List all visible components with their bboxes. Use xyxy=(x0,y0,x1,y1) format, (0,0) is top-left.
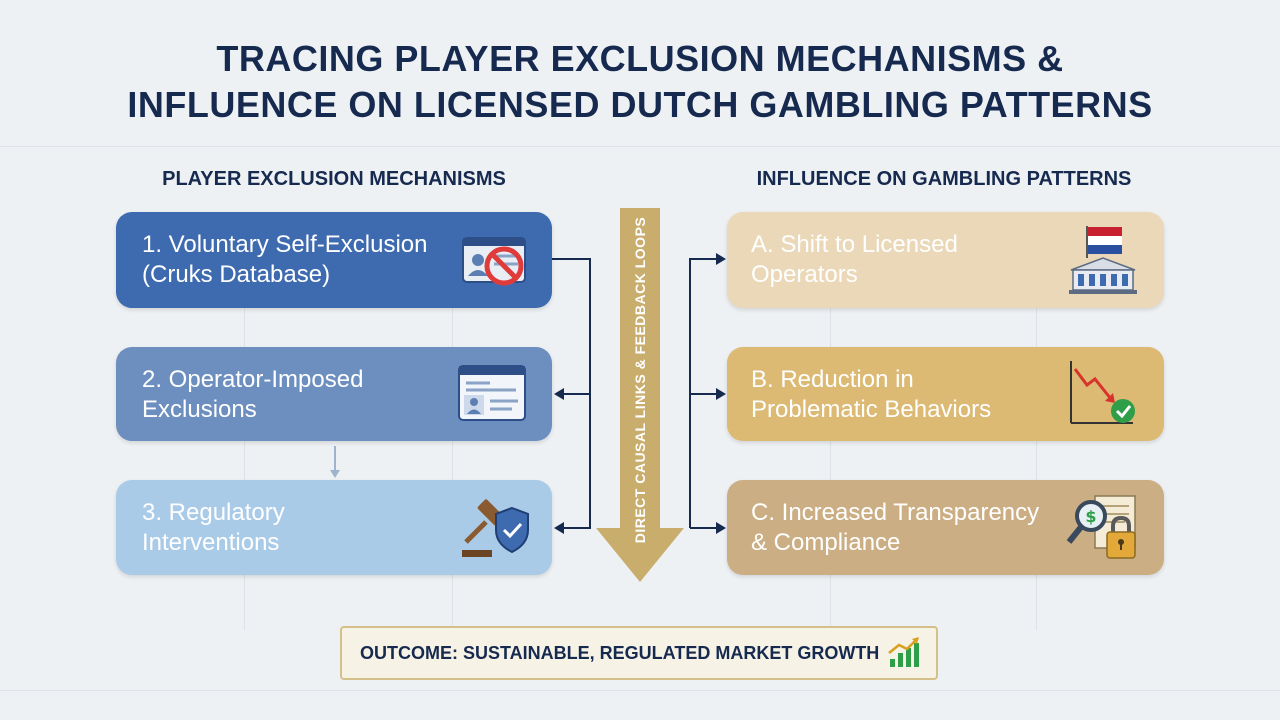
outcome-text: OUTCOME: SUSTAINABLE, REGULATED MARKET G… xyxy=(360,643,880,663)
svg-text:$: $ xyxy=(1085,507,1096,526)
connector-arrowhead xyxy=(716,253,726,265)
title-line-2: INFLUENCE ON LICENSED DUTCH GAMBLING PAT… xyxy=(127,84,1153,125)
arrow-label: DIRECT CAUSAL LINKS & FEEDBACK LOOPS xyxy=(632,216,648,544)
gavel-shield-icon xyxy=(462,499,529,557)
magnifier-lock-document-icon: $ xyxy=(1066,495,1136,559)
mechanism-box-1: 1. Voluntary Self-Exclusion(Cruks Databa… xyxy=(116,212,552,308)
title-line-1: TRACING PLAYER EXCLUSION MECHANISMS & xyxy=(216,38,1064,79)
left-connectors xyxy=(552,258,591,529)
grid-line xyxy=(452,300,453,630)
browser-profile-icon xyxy=(458,365,526,421)
grid-line xyxy=(0,690,1280,691)
page-title: TRACING PLAYER EXCLUSION MECHANISMS & IN… xyxy=(0,36,1280,128)
grid-line xyxy=(244,300,245,630)
connector-arrowhead xyxy=(554,522,564,534)
left-column-header: PLAYER EXCLUSION MECHANISMS xyxy=(162,168,506,190)
id-card-prohibited-icon xyxy=(462,237,526,286)
declining-chart-check-icon xyxy=(1070,361,1135,424)
pattern-label: C. Increased Transparency& Compliance xyxy=(751,499,1040,556)
right-column-header: INFLUENCE ON GAMBLING PATTERNS xyxy=(756,168,1132,190)
connector-arrowhead xyxy=(716,522,726,534)
pattern-box-c: C. Increased Transparency& Compliance $ xyxy=(727,480,1164,575)
small-down-arrowhead xyxy=(330,470,340,478)
right-connectors xyxy=(689,258,720,529)
mechanism-label: 1. Voluntary Self-Exclusion(Cruks Databa… xyxy=(142,231,428,288)
outcome-box: OUTCOME: SUSTAINABLE, REGULATED MARKET G… xyxy=(340,626,938,680)
grid-line xyxy=(830,300,831,630)
connector-arrowhead xyxy=(554,388,564,400)
grid-line xyxy=(1036,300,1037,630)
dutch-flag-building-icon xyxy=(1069,226,1137,294)
grid-line xyxy=(0,146,1280,147)
connector-arrowhead xyxy=(716,388,726,400)
growth-chart-icon xyxy=(888,637,919,667)
